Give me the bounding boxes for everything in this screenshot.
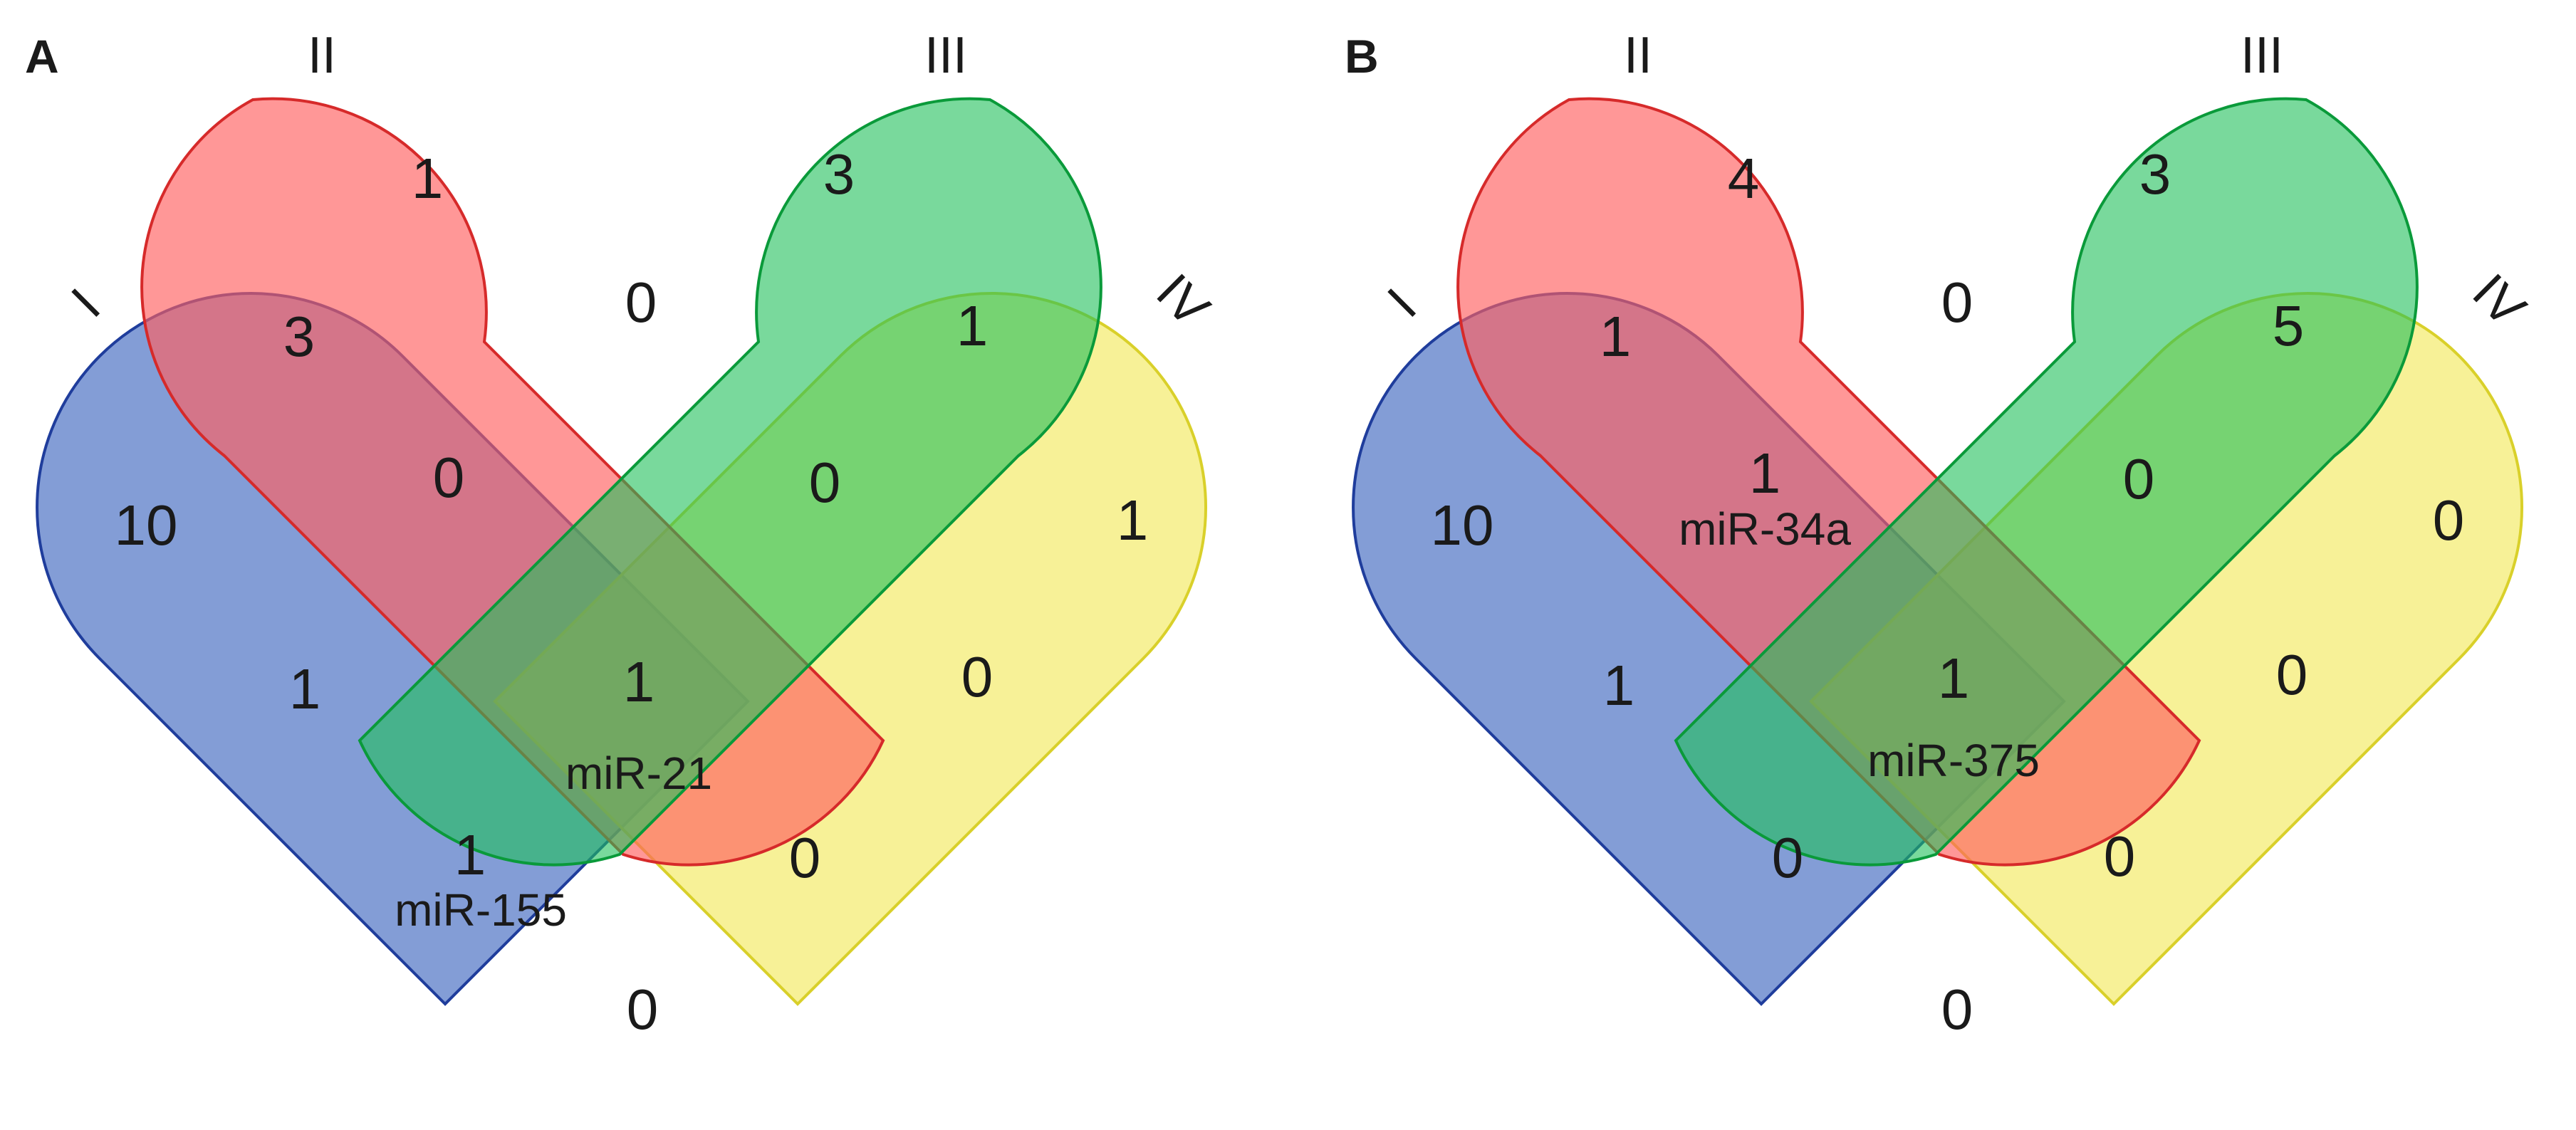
count-only-ii: 4 <box>1728 147 1760 210</box>
count-ii-iv: 0 <box>961 645 994 708</box>
annotation-center: miR-375 <box>1867 735 2040 786</box>
set-label-ii: II <box>308 27 336 84</box>
venn-panel-b: B I II III IV 10 4 3 0 1 0 5 1 miR-34a 0… <box>1345 27 2536 1041</box>
set-label-iii: III <box>924 27 967 84</box>
count-ii-iv: 0 <box>2276 643 2308 706</box>
count-only-iii: 3 <box>2139 142 2171 206</box>
count-only-ii: 1 <box>412 147 444 210</box>
count-i-ii-iii: 0 <box>433 446 465 509</box>
count-iii-iv: 1 <box>956 294 989 357</box>
count-ii-iii-iv: 0 <box>809 451 841 514</box>
set-label-iv: IV <box>2461 263 2536 338</box>
count-ii-iii: 0 <box>625 271 657 334</box>
panel-label: B <box>1345 30 1379 83</box>
set-label-i: I <box>1377 278 1427 328</box>
panel-label: A <box>25 30 59 83</box>
set-iii-shape <box>358 97 1102 867</box>
count-i-ii: 1 <box>1600 305 1632 368</box>
set-iii-shape <box>1674 97 2419 867</box>
venn-panel-a: A I II III IV 10 1 3 1 3 0 1 0 0 1 0 1 m… <box>25 27 1220 1041</box>
count-only-i: 10 <box>1431 493 1494 557</box>
count-ii-iii-iv: 0 <box>2123 447 2155 511</box>
annotation-center: miR-21 <box>565 748 712 799</box>
count-i-ii-iv: 0 <box>789 826 821 889</box>
count-i-iv: 0 <box>1941 978 1973 1041</box>
count-i-ii-iii: 1 <box>1749 441 1781 505</box>
count-i-iii: 1 <box>289 657 321 721</box>
annotation-i-iii-iv: miR-155 <box>395 884 567 936</box>
set-label-ii: II <box>1624 27 1652 84</box>
set-label-iv: IV <box>1145 263 1220 338</box>
count-only-iv: 0 <box>2433 488 2465 552</box>
count-all: 1 <box>1938 647 1970 710</box>
count-all: 1 <box>623 650 655 713</box>
set-label-iii: III <box>2241 27 2283 84</box>
count-only-iii: 3 <box>823 142 855 206</box>
count-iii-iv: 5 <box>2273 294 2305 357</box>
annotation-i-ii-iii: miR-34a <box>1679 503 1851 555</box>
count-i-ii-iv: 0 <box>2104 825 2136 888</box>
count-only-iv: 1 <box>1117 488 1149 552</box>
set-label-i: I <box>61 278 111 328</box>
count-only-i: 10 <box>115 493 178 557</box>
count-i-iii: 1 <box>1603 654 1635 717</box>
count-i-iii-iv: 0 <box>1772 826 1804 889</box>
count-i-iv: 0 <box>627 978 659 1041</box>
count-ii-iii: 0 <box>1941 271 1973 334</box>
count-i-iii-iv: 1 <box>454 823 486 886</box>
count-i-ii: 3 <box>283 305 316 368</box>
